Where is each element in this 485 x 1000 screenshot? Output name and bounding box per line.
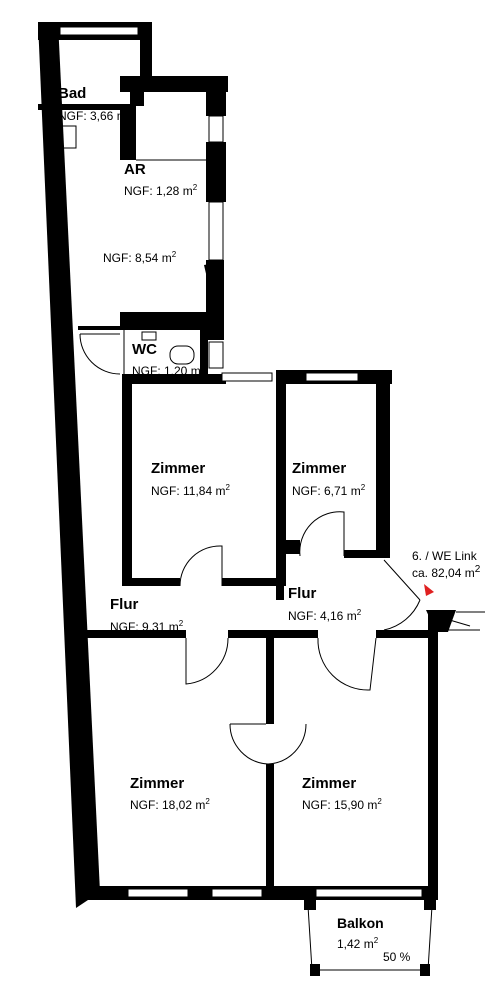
wc-right-wall — [200, 330, 208, 376]
door-double — [229, 723, 307, 765]
zimmer34-divider — [266, 638, 274, 724]
room-area-bad: NGF: 3,66 m2 — [58, 108, 132, 123]
window-wc — [208, 341, 224, 369]
mid-wall-left — [80, 630, 186, 638]
door-zimmer3 — [185, 637, 229, 685]
windows — [59, 26, 423, 898]
ar-top-wall — [120, 76, 228, 92]
room-name-zimmer2: Zimmer — [292, 460, 347, 477]
balkon-post-r — [424, 896, 436, 910]
mid-wall-center — [228, 630, 318, 638]
room-area-zimmer2: NGF: 6,71 m2 — [292, 483, 366, 498]
balkon-post-l — [304, 896, 316, 910]
kitchen-bottom-wall — [120, 312, 224, 330]
room-area-kitchen: NGF: 8,54 m2 — [103, 250, 177, 265]
zimmer1-top — [122, 374, 226, 384]
window-zimmer1 — [221, 372, 273, 382]
bad-fixture — [59, 125, 77, 149]
right-wall-lower — [428, 610, 438, 900]
zimmer2-right — [376, 370, 390, 558]
room-area-zimmer4: NGF: 15,90 m2 — [302, 797, 382, 812]
left-wall — [38, 22, 100, 908]
door-zimmer1 — [179, 545, 223, 587]
flur-stub — [276, 586, 284, 600]
ar-notch — [130, 76, 144, 106]
balkon-note: 50 % — [383, 950, 411, 964]
stair-hint — [435, 611, 485, 631]
ar-wall — [120, 104, 136, 160]
room-name-zimmer1: Zimmer — [151, 460, 206, 477]
unit-area: ca. 82,04 m2 — [412, 564, 481, 580]
window-kitchen — [208, 201, 224, 261]
window-bottom-1 — [127, 888, 189, 898]
door-kitchen — [79, 333, 121, 375]
room-area-zimmer3: NGF: 18,02 m2 — [130, 797, 210, 812]
window-ar — [208, 115, 224, 143]
room-area-zimmer1: NGF: 11,84 m2 — [151, 483, 230, 498]
right-wall-mid — [206, 142, 226, 202]
kitchen-bottom-left — [78, 326, 124, 330]
zimmer1-bottom-r — [222, 578, 284, 586]
door-entrance — [383, 559, 421, 631]
room-area-flur1: NGF: 9,31 m2 — [110, 619, 184, 634]
room-name-zimmer3: Zimmer — [130, 775, 185, 792]
balkon-rail-l — [307, 905, 313, 971]
bad-ar-wall — [38, 104, 134, 110]
wc-sink — [141, 331, 157, 341]
room-name-balkon: Balkon — [337, 915, 384, 931]
room-area-ar: NGF: 1,28 m2 — [124, 183, 198, 198]
window-bottom-3 — [315, 888, 423, 898]
zimmer34-divider-low — [266, 764, 274, 892]
room-name-flur1: Flur — [110, 596, 139, 613]
right-corner — [426, 610, 456, 632]
window-top-left — [59, 26, 139, 36]
room-name-flur2: Flur — [288, 585, 317, 602]
room-name-bad: Bad — [58, 85, 87, 102]
door-zimmer2 — [299, 511, 345, 557]
room-name-ar: AR — [124, 161, 146, 178]
unit-title: 6. / WE Link — [412, 549, 477, 563]
top-wall-right — [140, 22, 152, 82]
right-wall-upper — [206, 76, 226, 116]
window-bottom-2 — [211, 888, 263, 898]
marker-triangle — [424, 584, 434, 596]
wc-toilet — [169, 345, 195, 365]
window-zimmer2 — [305, 372, 359, 382]
door-zimmer4 — [317, 637, 377, 691]
room-name-zimmer4: Zimmer — [302, 775, 357, 792]
thin-lines — [59, 125, 485, 971]
zimmer-divider — [276, 374, 286, 586]
right-wall-kink — [204, 262, 222, 300]
room-area-flur2: NGF: 4,16 m2 — [288, 608, 362, 623]
room-area-balkon: 1,42 m2 — [337, 936, 379, 951]
zimmer1-left — [122, 374, 132, 584]
pillar — [284, 540, 300, 554]
exterior-walls — [38, 22, 456, 976]
room-area-wc: NGF: 1,20 m2 — [132, 363, 206, 378]
balkon-rail-r — [427, 905, 433, 971]
zimmer2-bottom — [344, 550, 390, 558]
room-name-wc: WC — [132, 341, 157, 358]
mid-wall-right — [376, 630, 434, 638]
zimmer1-bottom — [122, 578, 180, 586]
